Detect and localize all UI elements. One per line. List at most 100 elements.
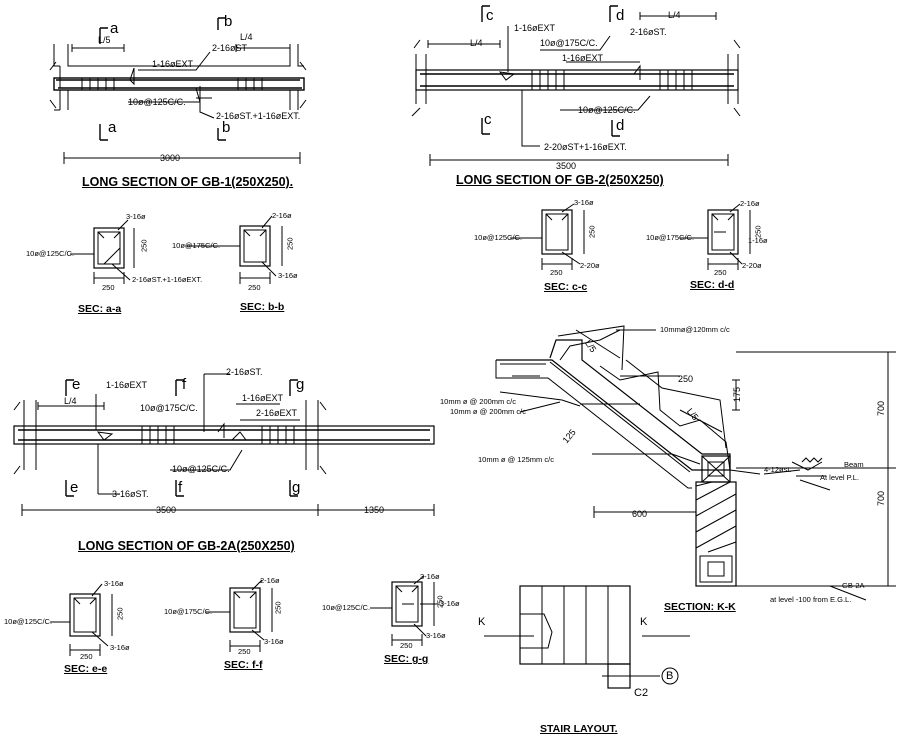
sec-ff-top: 2-16ø [260,576,280,585]
stair-grid-b: B [666,670,674,682]
kk-rebar-200b: 10mm ø @ 200mm c/c [450,407,526,416]
sec-cc-stirrup: 10ø@125C/C. [474,233,523,242]
kk-rebar-120: 10mmø@120mm c/c [660,325,730,334]
kk-ties: 4-12øst. [764,465,792,474]
gb2a-cut-f-top: f [182,376,187,393]
sec-bb-width: 250 [248,283,261,292]
sec-ee-stirrup: 10ø@125C/C. [4,617,53,626]
kk-tread: 250 [678,374,694,384]
gb2-stirrup125-label: 10ø@125C/C. [578,105,636,115]
gb2a-ext2-label: 1-16øEXT [242,393,284,403]
gb2-l4-left: L/4 [470,38,483,48]
gb2a-title: LONG SECTION OF GB-2A(250X250) [78,539,295,553]
gb2a-span: 3500 [156,505,177,515]
sec-aa-top: 3-16ø [126,212,146,221]
gb2a-beam-elevation [13,373,435,516]
kk-beam-level: At level P.L. [820,473,860,482]
kk-rebar-125: 10mm ø @ 125mm c/c [478,455,554,464]
stair-k-left: K [478,616,486,628]
gb2a-cut-e-bottom: e [70,479,79,496]
gb1-cut-b-top: b [224,13,233,30]
gb2a-ext-label: 1-16øEXT [106,380,148,390]
gb2a-cut-g-bottom: g [292,479,301,496]
sec-cc-bottom: 2-20ø [580,261,600,270]
gb1-cut-a-bottom: a [108,119,117,136]
kk-title: SECTION: K-K [664,601,736,613]
sec-gg-width: 250 [400,641,413,650]
sec-aa-bottom: 2-16øST.+1-16øEXT. [132,275,203,284]
sec-aa-width: 250 [102,283,115,292]
gb1-beam-elevation [49,17,307,164]
kk-height-2: 700 [876,490,887,507]
gb2a-bottom-label: 3-16øST. [112,489,149,499]
sec-ee-bottom: 3-16ø [110,643,130,652]
gb2a-l4: L/4 [64,396,77,406]
sec-ee-top: 3-16ø [104,579,124,588]
sec-aa-label: SEC: a-a [78,303,122,315]
cross-sections [50,203,751,656]
gb2-cut-c-top: c [486,7,494,24]
gb2-title: LONG SECTION OF GB-2(250X250) [456,173,664,187]
gb2-l4-right: L/4 [668,10,681,20]
gb2a-st-label: 2-16øST. [226,367,263,377]
kk-riser: 175 [732,386,743,403]
gb2-cut-d-top: d [616,7,625,24]
sec-bb-label: SEC: b-b [240,301,285,313]
gb1-l5: L/5 [98,35,111,45]
sec-gg-top: 3-16ø [420,572,440,581]
kk-gb2a: GB-2A [842,581,865,590]
sec-gg-height: 250 [435,595,445,609]
gb2-cut-d-bottom: d [616,117,625,134]
gb2-st-label: 2-16øST. [630,27,667,37]
sec-cc-height: 250 [587,225,597,239]
gb1-ext-label: 1-16øEXT [152,59,194,69]
gb2-cut-c-bottom: c [484,111,492,128]
sec-ff-height: 250 [273,601,283,615]
gb1-bottom-label: 2-16øST.+1-16øEXT. [216,111,301,121]
sec-gg-side: 3-16ø [440,599,460,608]
sec-gg-stirrup: 10ø@125C/C. [322,603,371,612]
sec-dd-width: 250 [714,268,727,277]
sec-dd-stirrup: 10ø@175C/C. [646,233,695,242]
gb2-beam-elevation [411,5,741,166]
gb1-cut-b-bottom: b [222,119,231,136]
gb2a-cut-f-bottom: f [178,479,183,496]
sec-cc-label: SEC: c-c [544,281,588,293]
stair-layout [484,585,690,689]
sec-ff-label: SEC: f-f [224,659,263,671]
sec-bb-stirrup: 10ø@175C/C. [172,241,221,250]
sec-ee-height: 250 [115,607,125,621]
gb2a-cantilever: 1350 [364,505,385,515]
gb2-span: 3500 [556,161,577,171]
stair-title: STAIR LAYOUT. [540,723,618,735]
stair-k-right: K [640,616,648,628]
sec-ee-width: 250 [80,652,93,661]
sec-cc-top: 3-16ø [574,198,594,207]
sec-ff-stirrup: 10ø@175C/C. [164,607,213,616]
gb1-l4: L/4 [240,32,253,42]
sec-bb-height: 250 [285,237,295,251]
sec-dd-top: 2-16ø [740,199,760,208]
sec-bb-bottom: 3-16ø [278,271,298,280]
kk-beam: Beam [844,460,864,469]
gb2-stirrup175-label: 10ø@175C/C. [540,38,598,48]
gb2a-cut-e-top: e [72,376,81,393]
gb2a-stirrup125-label: 10ø@125C/C. [172,464,230,474]
sec-gg-label: SEC: g-g [384,653,429,665]
kk-gb2a-level: at level -100 from E.G.L. [770,595,852,604]
gb2a-ext3-label: 2-16øEXT [256,408,298,418]
gb1-st-label: 2-16øST [212,43,248,53]
gb2-ext2-label: 1-16øEXT [562,53,604,63]
section-kk [495,325,896,601]
sec-ff-bottom: 3-16ø [264,637,284,646]
gb2a-cut-g-top: g [296,376,305,393]
sec-aa-height: 250 [139,239,149,253]
gb2-ext-label: 1-16øEXT [514,23,556,33]
gb2a-stirrup175-label: 10ø@175C/C. [140,403,198,413]
gb1-span: 3000 [160,153,181,163]
kk-rebar-200a: 10mm ø @ 200mm c/c [440,397,516,406]
kk-width-600: 600 [632,509,648,519]
sec-bb-top: 2-16ø [272,211,292,220]
gb2-bottom-label: 2-20øST+1-16øEXT. [544,142,627,152]
